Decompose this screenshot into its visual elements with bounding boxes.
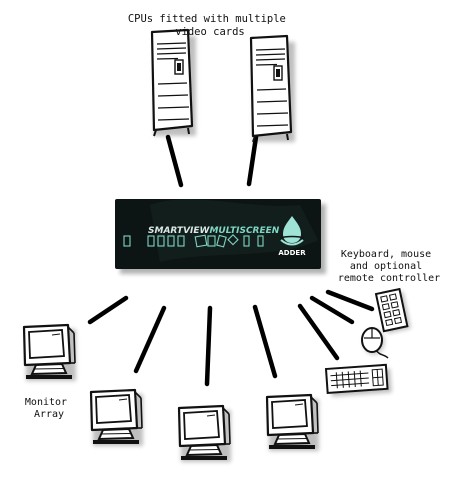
cpu-tower-left	[150, 28, 196, 138]
remote-controller-icon	[374, 287, 411, 334]
monitor-1	[22, 323, 77, 381]
cpu-tower-right	[249, 34, 295, 144]
cables	[87, 134, 375, 387]
monitor-4	[265, 393, 320, 451]
monitor-2	[89, 388, 144, 446]
adder-logo-icon	[279, 216, 305, 246]
cable-mouse	[309, 295, 355, 325]
keyboard-icon	[324, 363, 392, 397]
kvm-switch: SMARTVIEWMULTISCREEN ADDER	[115, 199, 326, 274]
monitor-3	[177, 404, 232, 462]
cable-remote	[325, 289, 375, 312]
cable-keyboard	[297, 303, 340, 361]
mouse-icon	[361, 327, 389, 359]
switch-indicator-leds	[123, 233, 264, 248]
adder-logo-text: ADDER	[278, 249, 306, 257]
peripherals-label: Keyboard, mouse and optional remote cont…	[338, 249, 440, 284]
monitor-array-label: Monitor Array	[25, 397, 73, 420]
cable-cpu-right	[246, 134, 259, 187]
cable-monitor-3	[204, 305, 213, 387]
cable-cpu-left	[165, 134, 184, 188]
cable-monitor-2	[133, 305, 167, 374]
cable-monitor-1	[87, 295, 129, 325]
switch-brand: SMARTVIEWMULTISCREEN	[148, 226, 280, 236]
cpu-label: CPUs fitted with multiple video cards	[128, 13, 292, 38]
cable-monitor-4	[252, 304, 278, 379]
